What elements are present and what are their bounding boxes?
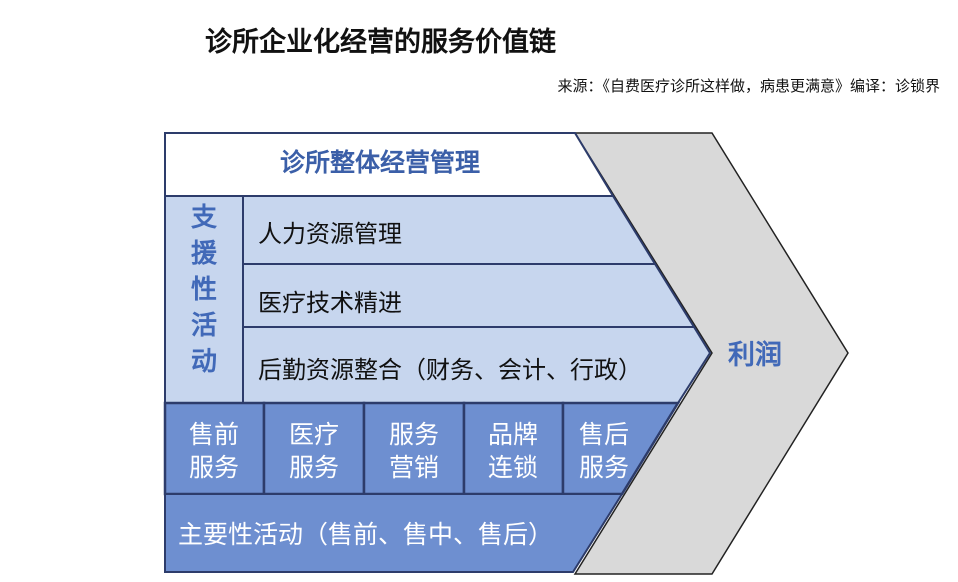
support-char: 动 bbox=[190, 347, 217, 377]
primary-box-label-5: 售后 服务 bbox=[578, 420, 629, 482]
support-row-label-tech: 医疗技术精进 bbox=[258, 289, 402, 317]
main-activity-band bbox=[164, 493, 624, 573]
support-row-label-hr: 人力资源管理 bbox=[258, 220, 402, 248]
primary-box-label-4: 品牌 连锁 bbox=[487, 420, 538, 482]
primary-box-label-1: 售前 服务 bbox=[188, 420, 239, 482]
primary-box-2 bbox=[262, 401, 366, 496]
source-caption: 来源：《自费医疗诊所这样做，病患更满意》编译：诊锁界 bbox=[557, 77, 940, 95]
support-char: 援 bbox=[190, 239, 217, 269]
support-char: 活 bbox=[190, 311, 217, 341]
diagram-title: 诊所企业化经营的服务价值链 bbox=[205, 27, 556, 58]
support-char: 性 bbox=[190, 275, 217, 305]
support-row-label-logistics: 后勤资源整合（财务、会计、行政） bbox=[258, 356, 642, 384]
profit-chevron bbox=[573, 132, 849, 575]
primary-box-label-2: 医疗 服务 bbox=[288, 420, 339, 482]
management-label: 诊所整体经营管理 bbox=[279, 148, 480, 177]
profit-label: 利润 bbox=[728, 340, 782, 371]
support-char: 支 bbox=[190, 203, 217, 233]
primary-box-label-3: 服务 营销 bbox=[388, 420, 439, 482]
support-row-logistics bbox=[242, 326, 712, 404]
main-activity-label: 主要性活动（售前、售中、售后） bbox=[178, 520, 554, 549]
support-activities-label: 支 援 性 活 动 bbox=[168, 200, 240, 380]
